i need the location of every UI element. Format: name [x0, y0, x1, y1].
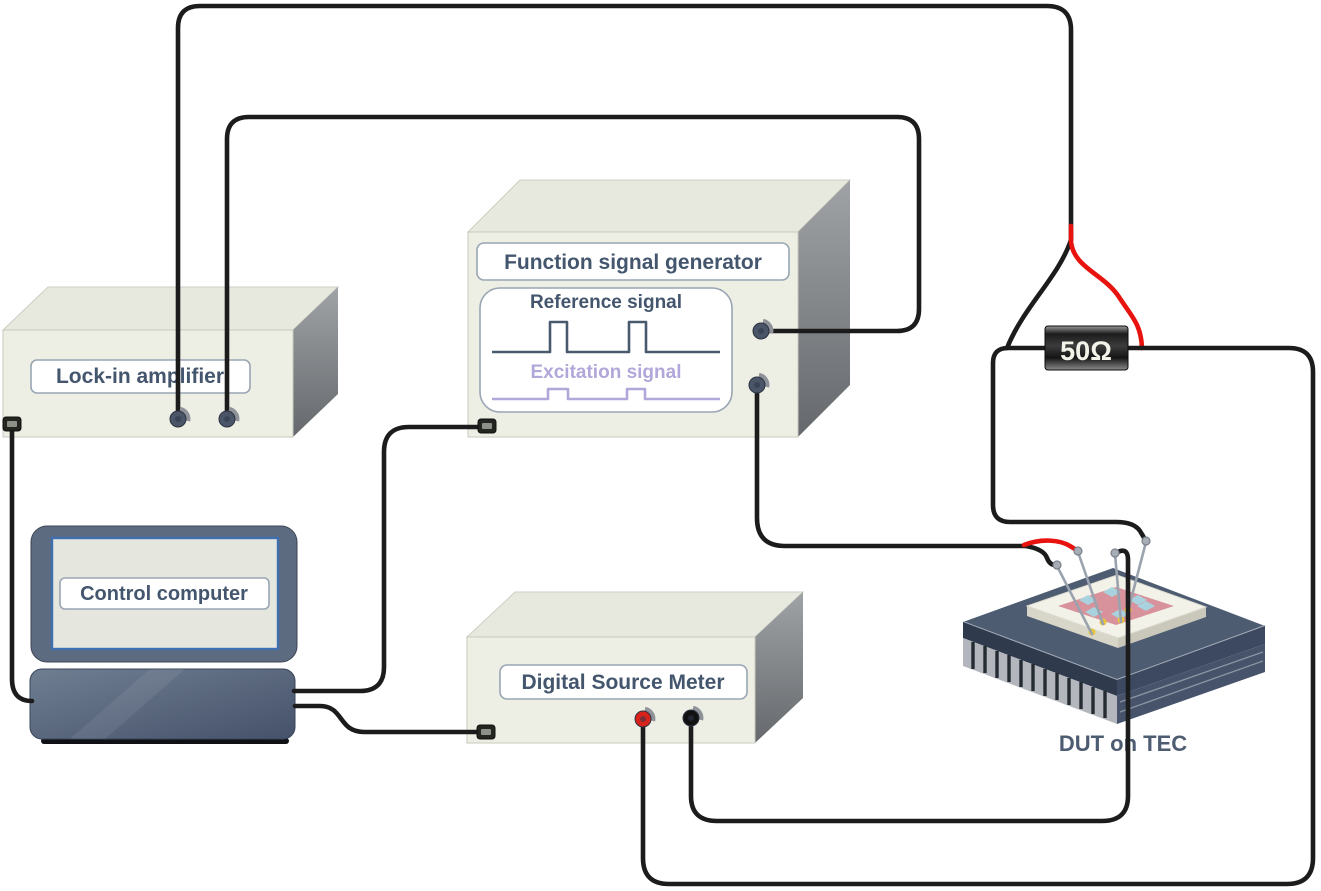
tec-fins-left [963, 638, 1117, 724]
reference-waveform [492, 320, 720, 354]
wire-resistor-left-to-probe [990, 345, 1149, 544]
dut-label: DUT on TEC [1059, 731, 1187, 756]
wire-resistor-red-lead [1068, 223, 1145, 351]
probe-needle [1113, 552, 1123, 624]
probe-tip [1052, 560, 1062, 570]
probe-tip [1110, 548, 1120, 558]
source-meter-side-face [755, 592, 803, 743]
wire-computer-to-source-meter-port [292, 703, 483, 735]
source-meter-rear-port [476, 724, 496, 740]
keyboard-highlight [70, 669, 185, 739]
chip-pad [1137, 601, 1155, 611]
probe-needle [1055, 564, 1094, 636]
wire-lockin-b-to-generator-ref [224, 114, 922, 417]
lock-in-amplifier: Lock-in amplifier [1, 286, 340, 438]
wire-dut-red-clip [1021, 538, 1081, 554]
signal-panel [479, 287, 733, 413]
source-meter-label: Digital Source Meter [521, 671, 724, 694]
control-computer: Control computer [29, 525, 298, 744]
function-signal-generator: Function signal generator Reference sign… [466, 179, 852, 438]
generator-label: Function signal generator [504, 251, 762, 274]
lock-in-side-face [293, 287, 338, 437]
resistor-body [1044, 325, 1129, 371]
lock-in-top-face [1, 286, 340, 331]
generator-top-face [466, 179, 852, 233]
digital-source-meter: Digital Source Meter [465, 591, 805, 744]
probe-tip [1073, 546, 1083, 556]
wire-lockin-port-to-computer [9, 428, 35, 704]
lock-in-label: Lock-in amplifier [56, 365, 224, 388]
reference-signal-label: Reference signal [530, 292, 682, 313]
tec-slab-left-side [963, 622, 1117, 696]
generator-rear-port [477, 418, 497, 434]
chip-carrier-left-side [1027, 606, 1118, 648]
wire-resistor-black-lead [1004, 237, 1074, 351]
wire-source-meter-black-to-probe [688, 548, 1131, 824]
lock-in-rear-port [2, 416, 22, 432]
probe-tip [1141, 536, 1151, 546]
excitation-signal-label: Excitation signal [531, 362, 682, 383]
excitation-waveform [492, 387, 720, 401]
wire-computer-to-generator-port [291, 424, 484, 694]
probe-needle [1126, 540, 1148, 613]
source-meter-label-box [499, 664, 748, 700]
dut-on-tec [962, 540, 1266, 724]
tec-slab-right-side [1117, 626, 1265, 696]
source-meter-top-face [465, 591, 805, 638]
probe-needle [1076, 550, 1105, 626]
resistor-50-ohm: 50Ω [1044, 325, 1129, 371]
wire-resistor-right-to-source-meter-red [640, 345, 1316, 887]
computer-label-box [59, 577, 270, 610]
wire-lockin-a-to-resistor [175, 3, 1074, 417]
generator-side-face [798, 180, 850, 437]
wire-dut-black-clip [1023, 543, 1058, 568]
computer-label: Control computer [80, 583, 248, 605]
chip-pad [1129, 595, 1147, 605]
resistor-label: 50Ω [1060, 336, 1112, 366]
chip-pad [1103, 587, 1121, 597]
generator-label-box [476, 242, 790, 281]
chip-carrier-right-side [1118, 607, 1206, 648]
tec-base-edge-line [1119, 660, 1264, 713]
wire-generator-excitation-to-dut [754, 389, 1029, 549]
tec-base-edge-line [1119, 651, 1264, 703]
lock-in-label-box [30, 359, 251, 394]
